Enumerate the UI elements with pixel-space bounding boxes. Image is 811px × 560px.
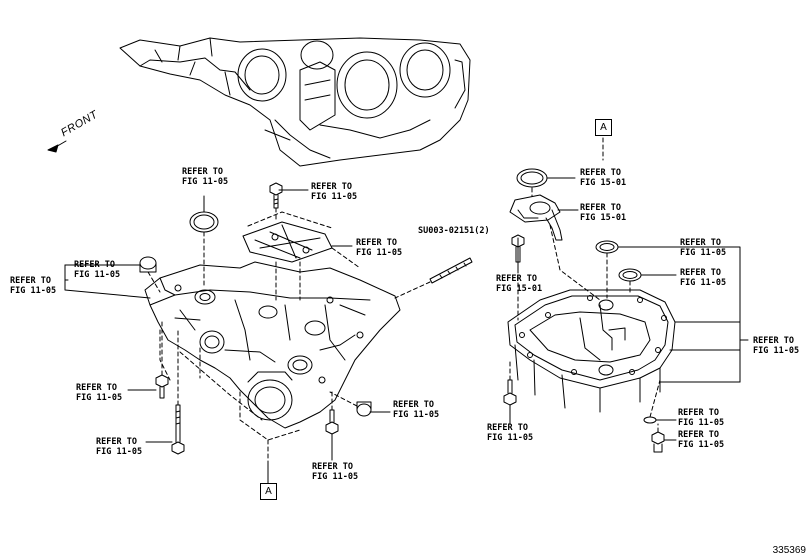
part-number-label: SU003-02151(2) xyxy=(418,226,490,236)
plug-right-drawing xyxy=(356,401,372,417)
drain-plug-drawing xyxy=(651,431,665,453)
diagram-id: 335369 xyxy=(772,545,806,556)
leader-lines-right xyxy=(509,177,749,441)
section-marker-top: A xyxy=(595,119,612,136)
drain-washer-drawing xyxy=(643,416,657,424)
baffle-plate-drawing xyxy=(242,221,333,263)
stud-bolt-drawing xyxy=(429,257,473,284)
assembly-dashed-lines-left xyxy=(147,207,431,466)
bolt-lower-center-drawing xyxy=(325,409,339,435)
oil-strainer-tube-drawing xyxy=(509,194,563,241)
assembly-dashed-lines-right xyxy=(509,137,661,433)
bolt-top-drawing xyxy=(269,182,283,209)
leader-lines-left xyxy=(64,189,391,484)
front-arrow-icon xyxy=(47,140,67,153)
lower-oil-pan-drawing xyxy=(507,289,676,413)
plug-left-drawing xyxy=(139,256,157,273)
o-ring-top-right-drawing xyxy=(516,168,548,188)
bolt-lower-right-drawing xyxy=(503,379,517,406)
bolt-lower-left-drawing xyxy=(155,374,169,399)
o-ring-drawing xyxy=(189,211,219,233)
upper-oil-pan-drawing xyxy=(144,261,401,429)
section-marker-bottom: A xyxy=(260,483,277,500)
long-bolt-drawing xyxy=(171,404,185,455)
engine-block-drawing xyxy=(119,37,471,167)
